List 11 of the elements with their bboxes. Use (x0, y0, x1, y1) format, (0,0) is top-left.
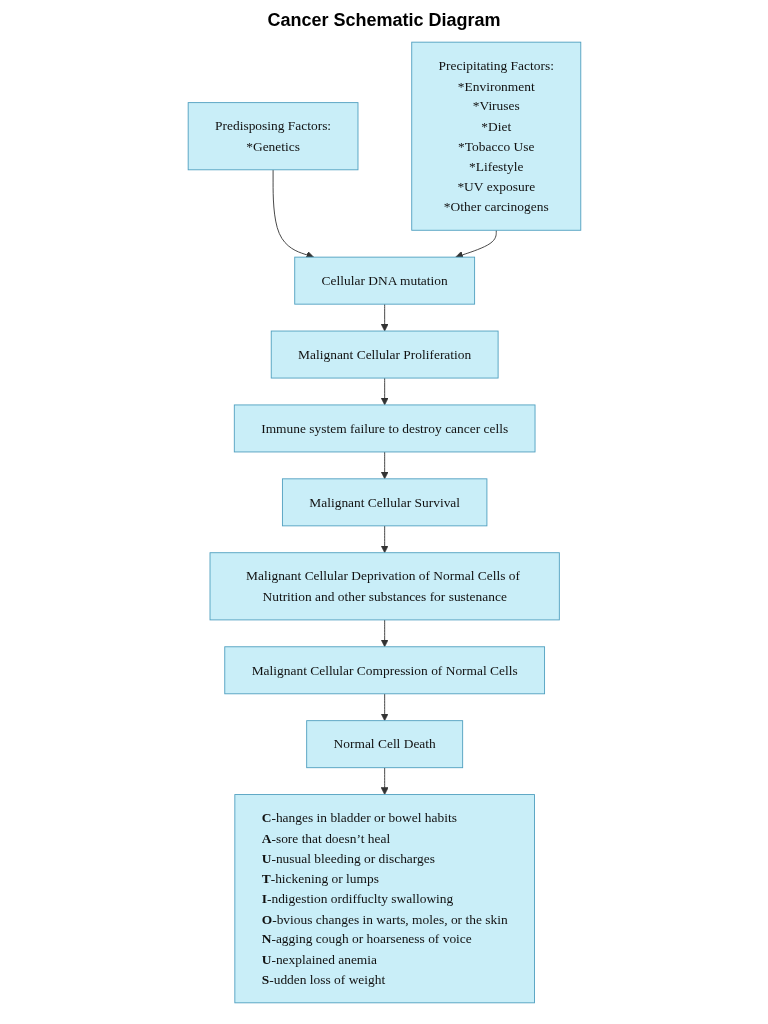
node-box: C-hanges in bladder or bowel habits A-sore that doesn’t heal U-nusual bleeding or discharges T-hickening or lumps I-ndigestion ordiffuclty swallowing O-bvious changes in warts, moles, or the skin N-agging cough or hoarseness of voice U-nexplained anemia S-udden loss of weight (233, 794, 535, 1004)
diagram-title: Cancer Schematic Diagram (266, 10, 502, 31)
node-box: Malignant Cellular Survival (281, 478, 487, 527)
node-box: Malignant Cellular Compression of Normal Cells (223, 646, 545, 695)
node-box: Predisposing Factors: *Genetics (187, 102, 358, 171)
node-box: Cellular DNA mutation (293, 256, 475, 305)
node-box: Malignant Cellular Deprivation of Normal Cells of Nutrition and other substances for sustenance (209, 552, 560, 621)
node-box: Malignant Cellular Proliferation (270, 330, 499, 379)
node-box: Immune system failure to destroy cancer cells (233, 404, 535, 453)
node-box: Precipitating Factors: *Environment *Viruses *Diet *Tobacco Use *Lifestyle *UV exposure *Other carcinogens (410, 41, 581, 231)
node-box: Normal Cell Death (305, 720, 463, 769)
